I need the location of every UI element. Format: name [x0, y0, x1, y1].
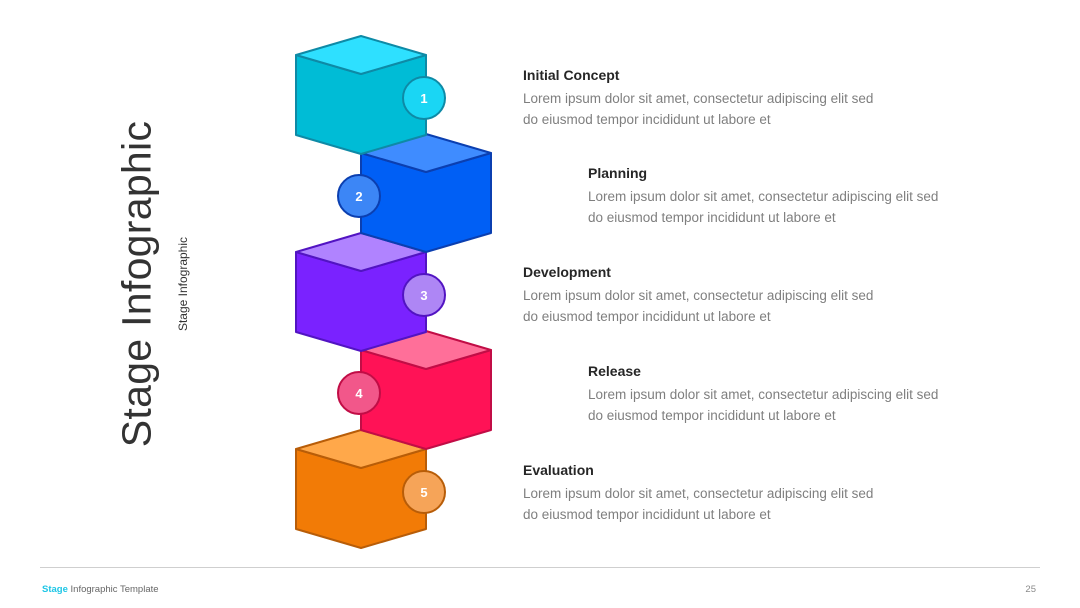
- footer-text: Infographic Template: [70, 584, 159, 595]
- step-4-badge: [337, 371, 381, 415]
- step-2-number: 2: [355, 189, 362, 204]
- cube-1: 1: [295, 35, 446, 155]
- step-3-number: 3: [420, 288, 427, 303]
- step-4-description: Lorem ipsum dolor sit amet, consectetur …: [588, 387, 939, 423]
- step-2-badge: [337, 174, 381, 218]
- step-1-text: Initial Concept Lorem ipsum dolor sit am…: [523, 67, 963, 130]
- step-5-text: Evaluation Lorem ipsum dolor sit amet, c…: [523, 462, 963, 525]
- step-1-description: Lorem ipsum dolor sit amet, consectetur …: [523, 91, 874, 127]
- step-5-number: 5: [420, 485, 427, 500]
- step-1-number: 1: [420, 91, 427, 106]
- step-3-badge: [402, 273, 446, 317]
- step-2-title: Planning: [588, 165, 648, 181]
- step-2-description: Lorem ipsum dolor sit amet, consectetur …: [588, 189, 939, 225]
- step-5-badge: [402, 470, 446, 514]
- step-4-text: Release Lorem ipsum dolor sit amet, cons…: [588, 363, 1028, 426]
- step-4-title: Release: [588, 363, 641, 379]
- step-3-description: Lorem ipsum dolor sit amet, consectetur …: [523, 288, 874, 324]
- step-2-text: Planning Lorem ipsum dolor sit amet, con…: [588, 165, 1028, 228]
- footer-brand: Stage: [42, 584, 68, 595]
- cube-2: 2: [337, 133, 492, 253]
- step-1-badge: [402, 76, 446, 120]
- step-1-title: Initial Concept: [523, 67, 620, 83]
- step-3-title: Development: [523, 264, 611, 280]
- footer-divider: [40, 567, 1040, 568]
- cube-5: 5: [295, 429, 446, 549]
- step-5-title: Evaluation: [523, 462, 594, 478]
- step-5-description: Lorem ipsum dolor sit amet, consectetur …: [523, 486, 874, 522]
- page-number: 25: [1025, 584, 1036, 595]
- step-4-number: 4: [355, 386, 363, 401]
- step-3-text: Development Lorem ipsum dolor sit amet, …: [523, 264, 963, 327]
- cube-1-top: [295, 35, 427, 75]
- footer-label: Stage Infographic Template: [42, 584, 159, 595]
